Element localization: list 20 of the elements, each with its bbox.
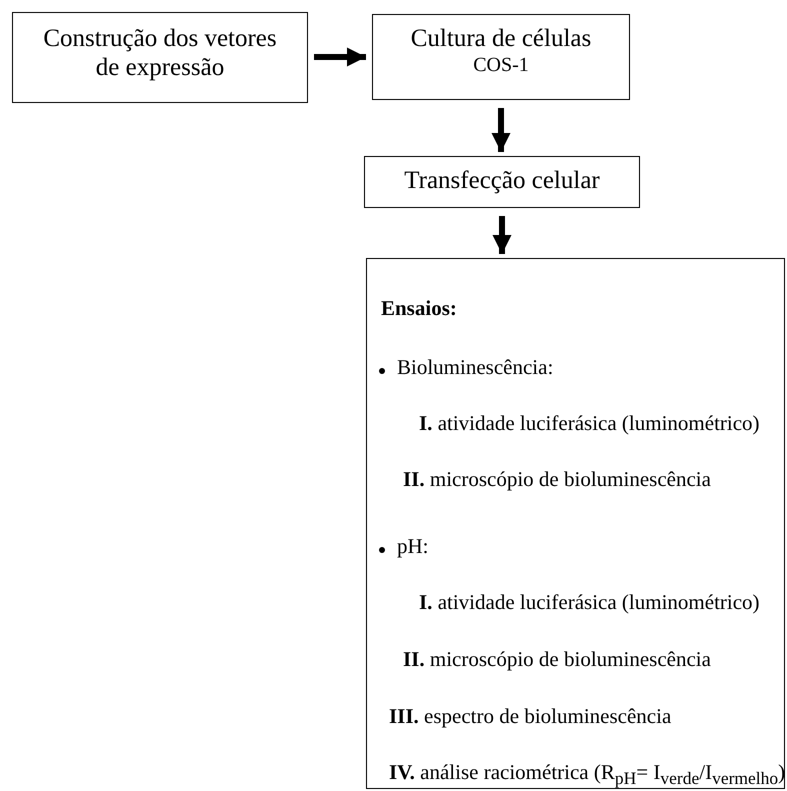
box-label: Cultura de células [410, 25, 592, 54]
process-box [12, 12, 308, 103]
process-box [372, 14, 630, 100]
arrow [492, 216, 512, 254]
box-sublabel: COS-1 [472, 54, 530, 77]
box-label: Transfecção celular [403, 167, 601, 196]
assay-item: I. atividade luciferásica (luminométrico) [419, 412, 760, 436]
category-label: Bioluminescência: [397, 356, 554, 380]
assay-item: IV. análise raciométrica (R$_{pH}$= I$_{verde}$/I$_{vermelho}$) [389, 761, 786, 788]
assay-list-box [366, 258, 785, 789]
arrow [491, 108, 511, 152]
box-label: Construção dos vetores de expressão [42, 25, 278, 82]
arrow [314, 47, 366, 67]
assay-item: III. espectro de bioluminescência [389, 705, 672, 728]
assay-item: II. microscópio de bioluminescência [403, 648, 711, 672]
process-box [364, 156, 640, 208]
assay-item: II. microscópio de bioluminescência [403, 468, 711, 492]
assay-item: I. atividade luciferásica (luminométrico) [419, 591, 760, 614]
category-label: pH: [397, 535, 428, 558]
section-heading: Ensaios: [381, 297, 457, 320]
